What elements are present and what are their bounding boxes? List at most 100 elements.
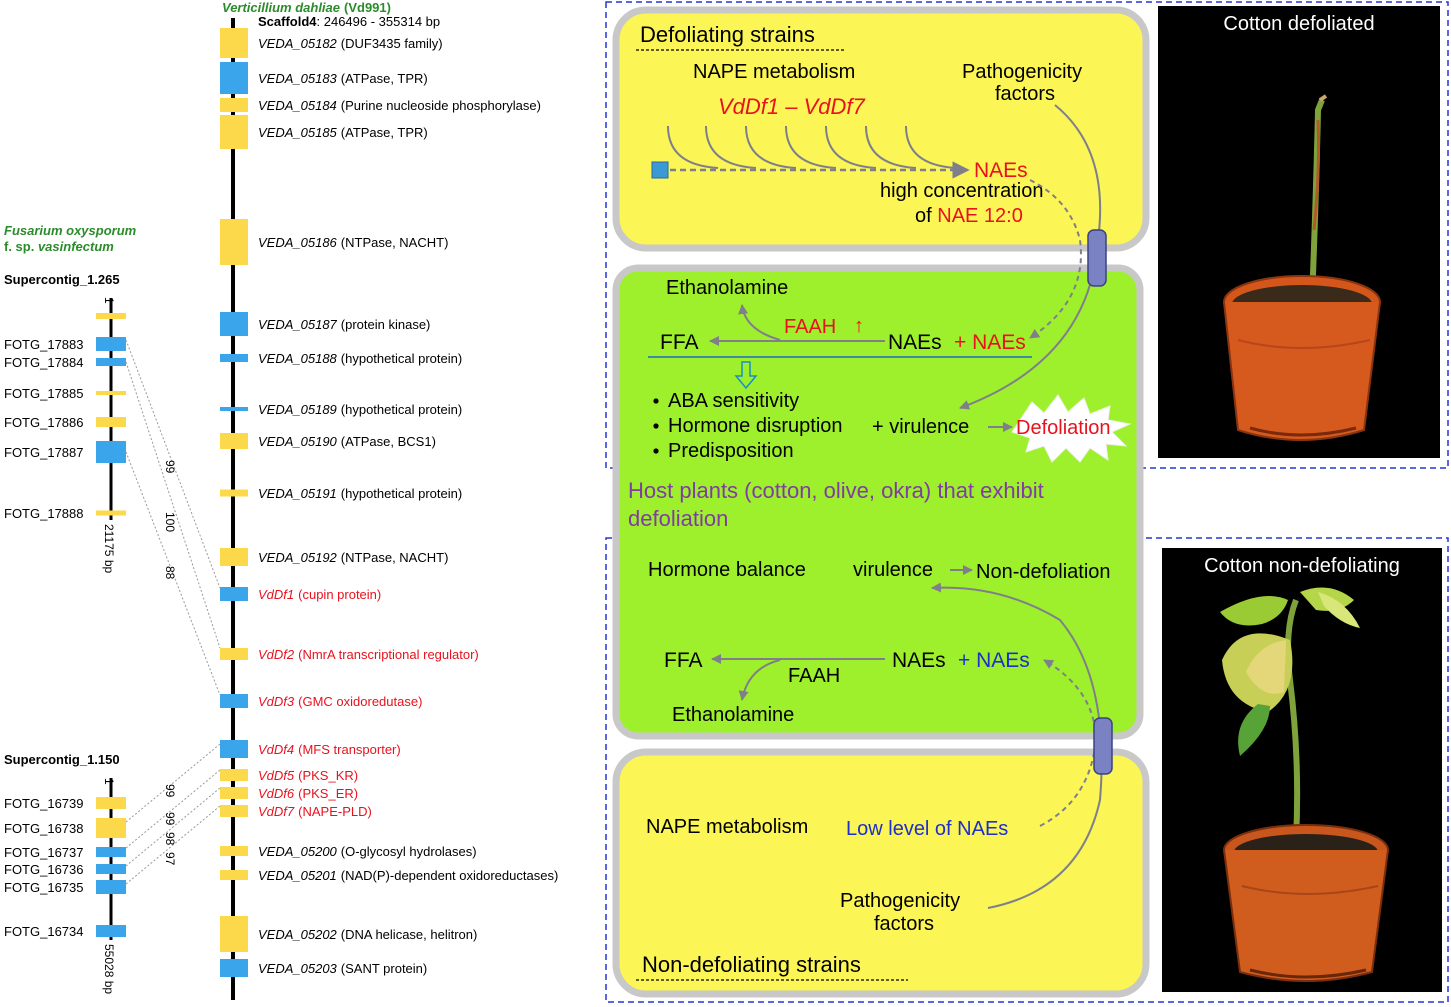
vd-gene-label: VEDA_05201(NAD(P)-dependent oxidoreducta… [258,868,558,883]
fo-gene-label: FOTG_16737 [4,845,84,860]
photo-defoliated: Cotton defoliated [1158,6,1440,458]
fo-gene-label: FOTG_17883 [4,337,84,352]
vd-gene-desc: (NAPE-PLD) [298,804,372,819]
vd-gene-desc: (MFS transporter) [298,742,401,757]
vd-gene-desc: (PKS_ER) [298,786,358,801]
scheme: Defoliating strains NAPE metabolism VdDf… [605,1,1449,1003]
enzyme-arc [745,125,797,169]
contig1-start: 1 [102,297,116,304]
nae-transport-curve-top [1029,179,1082,339]
fo-gene-label: FOTG_16736 [4,862,84,877]
contig1-end: 21175 bp [102,524,116,573]
vd-gene-box [220,805,248,817]
fo-gene-box [96,417,126,427]
enzyme-arc [865,125,917,169]
homology-link [125,787,221,867]
homology-link [125,743,221,823]
vd-gene-desc: (GMC oxidoredutase) [298,694,422,709]
vd-gene-id: VEDA_05186 [258,235,338,250]
vd-gene-desc: (hypothetical protein) [341,351,462,366]
vd-gene-box [220,548,248,566]
fo-gene-box [96,510,126,516]
fo-gene-box [96,847,126,857]
vd-gene-id: VEDA_05190 [258,434,338,449]
nape-metabolism-bottom: NAPE metabolism [646,816,808,838]
vd-gene-id: VEDA_05187 [258,317,338,332]
fo-gene-box [96,925,126,937]
faah-up-arrow: ↑ [854,315,864,337]
vd-gene-label: VdDf4 (MFS transporter) [258,742,401,757]
enzyme-arc [667,125,719,169]
vd-gene-box [220,219,248,265]
nape-square [651,161,669,179]
bullet-text: Hormone disruption [668,415,843,437]
bullet-dot [653,398,659,404]
fo-gene-box [96,313,126,319]
vd-gene-label: VEDA_05189 (hypothetical protein) [258,402,462,417]
vd-gene-box [220,959,248,977]
vd-gene-label: VEDA_05188(hypothetical protein) [258,351,462,366]
vd-gene-label: VdDf3(GMC oxidoredutase) [258,694,422,709]
transporter-top [1087,229,1107,287]
vd-gene-label: VdDf2(NmrA transcriptional regulator) [258,647,479,662]
fo-gene-box [96,864,126,874]
nape-metabolism-top: NAPE metabolism [693,61,855,83]
enzyme-arc [825,125,877,169]
vd-gene-id: VEDA_05201 [258,868,337,883]
pathogenicity-top-line1: Pathogenicity [962,61,1082,83]
vd-gene-desc: (hypothetical protein) [341,486,462,501]
fo-gene-box [96,337,126,351]
vd-gene-label: VEDA_05185(ATPase, TPR) [258,125,428,140]
enzyme-arc [785,125,837,169]
vd-gene-box [220,433,248,449]
contig1-gene-list: FOTG_17883FOTG_17884FOTG_17885FOTG_17886… [4,313,126,521]
naes-bottom: NAEs [892,649,946,672]
identity-label: 100 [163,512,177,532]
vd-gene-id: VdDf7 [258,804,295,819]
vd-gene-desc: (O-glycosyl hydrolases) [341,844,477,859]
vd-gene-box [220,407,248,411]
vd-gene-box [220,870,248,880]
high-conc-line2: of NAE 12:0 [915,205,1023,227]
vd-gene-id: VdDf4 [258,742,294,757]
pathogenicity-curve-bottom [931,582,1103,909]
vd-gene-label: VEDA_05183(ATPase, TPR) [258,71,428,86]
enzyme-arc [705,125,757,169]
vd-gene-id: VEDA_05188 [258,351,338,366]
fo-gene-label: FOTG_17885 [4,386,84,401]
fo-gene-label: FOTG_17886 [4,415,84,430]
vd-gene-desc: (hypothetical protein) [341,402,462,417]
contig2-gene-list: FOTG_16739FOTG_16738FOTG_16737FOTG_16736… [4,796,126,939]
fo-gene-box [96,818,126,838]
defoliation-label: Defoliation [1016,417,1111,439]
vd-gene-id: VEDA_05203 [258,961,338,976]
vd-gene-desc: (PKS_KR) [298,768,358,783]
vd-gene-box [220,694,248,708]
defoliating-title: Defoliating strains [640,22,815,47]
fo-gene-label: FOTG_16738 [4,821,84,836]
vd-gene-id: VdDf5 [258,768,295,783]
vd-gene-label: VEDA_05200(O-glycosyl hydrolases) [258,844,477,859]
vd-gene-id: VEDA_05192 [258,550,338,565]
vd-gene-label: VEDA_05182(DUF3435 family) [258,36,443,51]
plus-virulence: + virulence [872,416,969,438]
vd-gene-list: VEDA_05182(DUF3435 family) VEDA_05183(ATP… [220,28,558,977]
contig2-end: 55028 bp [102,944,116,994]
photo-defoliated-title: Cotton defoliated [1223,13,1374,35]
contig2-start: 1 [102,778,116,785]
fo-gene-label: FOTG_16739 [4,796,84,811]
vd-gene-id: VEDA_05189 [258,402,337,417]
vd-gene-box [220,916,248,952]
vd-gene-label: VEDA_05184(Purine nucleoside phosphoryla… [258,98,541,113]
vd-gene-label: VEDA_05203(SANT protein) [258,961,427,976]
bullet-text: Predisposition [668,440,794,462]
vd-gene-desc: (NmrA transcriptional regulator) [298,647,479,662]
fo-gene-label: FOTG_16735 [4,880,84,895]
ethanolamine-arrow-top [738,304,781,341]
vd-gene-box [220,769,248,781]
vd-gene-desc: (DUF3435 family) [341,36,443,51]
fo-gene-box [96,797,126,809]
contig1-name: Supercontig_1.265 [4,272,120,287]
vd-gene-id: VdDf3 [258,694,295,709]
ethanolamine-bottom: Ethanolamine [672,704,794,726]
